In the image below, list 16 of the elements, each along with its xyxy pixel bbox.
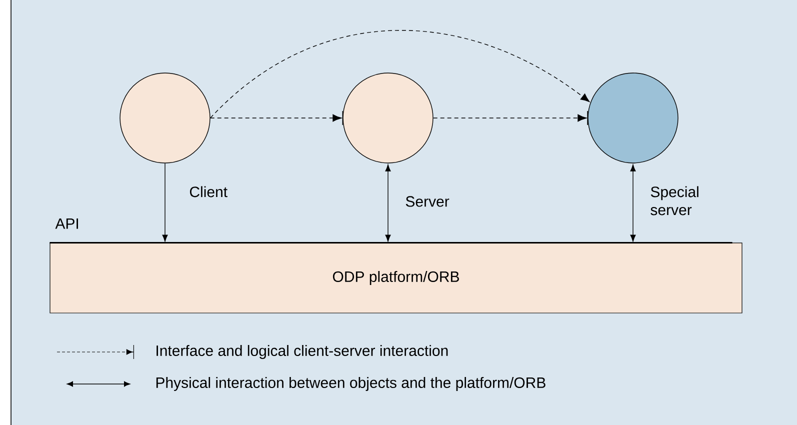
arrow [162,163,168,242]
arrow [210,30,590,118]
arrow [630,164,636,242]
object-label: Special server [650,186,698,216]
object-circle [588,72,678,164]
object-label: Server [406,196,450,207]
arrow [433,114,587,122]
object-label: Client [190,186,228,198]
api-label: API [55,218,78,229]
platform-box: ODP platform/ORB [50,242,742,314]
object-circle [342,72,434,164]
object-circle [120,72,210,164]
legend-text: Physical interaction between objects and the platform/ORB [156,377,546,391]
arrow [210,114,342,122]
arrow [385,164,391,242]
legend-text: Interface and logical client-server interaction [156,345,448,359]
